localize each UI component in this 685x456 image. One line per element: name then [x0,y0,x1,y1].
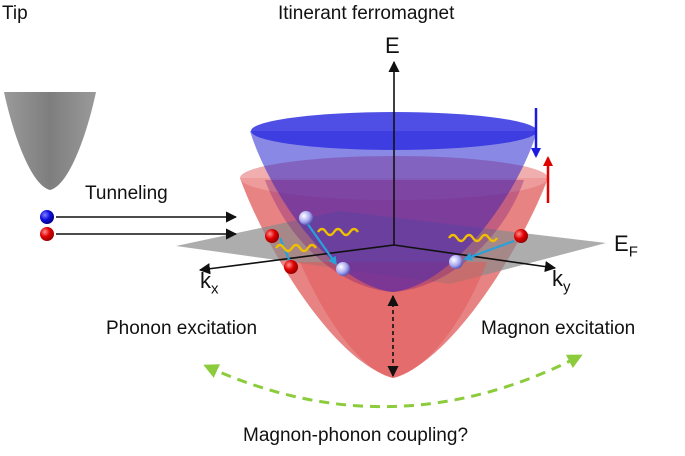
coupling-label: Magnon-phonon coupling? [243,425,469,446]
kx-label-main: k [200,268,211,293]
fermi-level-label: EF [614,231,638,260]
kx-label: kx [200,268,219,297]
tip-electron-down [40,210,54,224]
kx-axis [198,244,395,275]
ky-label: ky [552,266,571,295]
tip-shape [4,92,96,190]
phonon-excitation-label: Phonon excitation [106,318,258,339]
phonon-process [265,211,359,276]
magnon-process [448,229,528,269]
tunneling-label: Tunneling [85,183,168,204]
tip-electron-up [40,227,54,241]
magnon-excitation-label: Magnon excitation [481,318,636,339]
kx-label-sub: x [211,280,219,298]
tip-label: Tip [2,3,28,24]
energy-axis-label: E [385,33,400,58]
fermi-label-sub: F [628,243,638,261]
ky-label-main: k [552,266,563,291]
fermi-label-main: E [614,231,629,256]
ky-label-sub: y [563,278,571,296]
coupling-arrow [203,354,583,409]
itinerant-label: Itinerant ferromagnet [278,3,455,24]
